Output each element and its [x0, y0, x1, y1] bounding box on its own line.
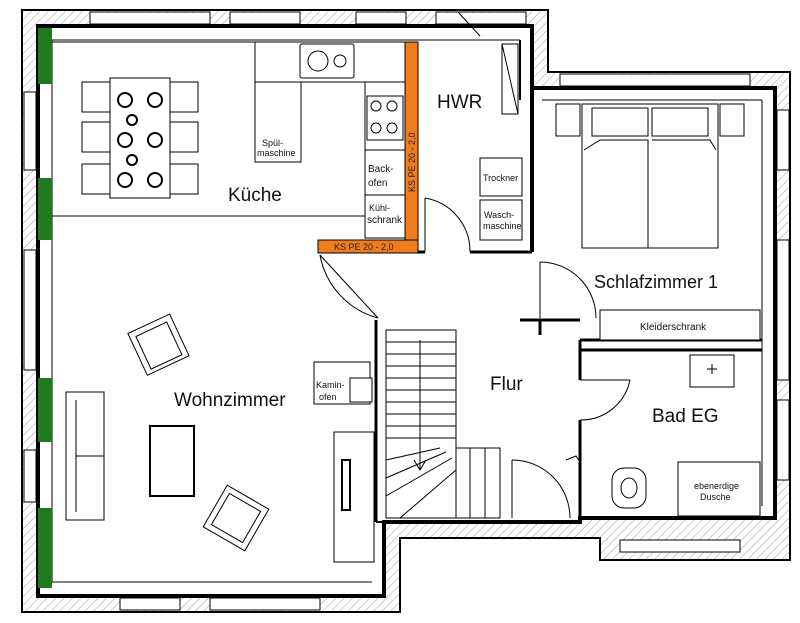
window-green-1	[38, 28, 52, 84]
label-kamin-2: ofen	[319, 392, 337, 402]
label-wasch-1: Wasch-	[484, 210, 514, 220]
label-beam-horizontal: KS PE 20 - 2,0	[334, 242, 394, 252]
window-green-4	[38, 508, 52, 588]
living-furniture	[65, 313, 375, 563]
interior-walls	[317, 40, 762, 523]
beam-horizontal	[317, 239, 419, 254]
wardrobe	[599, 309, 761, 341]
coffee-table	[149, 425, 195, 497]
window-markers	[38, 28, 52, 588]
label-spuel-2: maschine	[257, 148, 296, 158]
room-label-schlafzimmer: Schlafzimmer 1	[594, 272, 718, 292]
window-openings	[23, 11, 790, 611]
label-spuel-1: Spül-	[262, 138, 283, 148]
label-dusche-2: Dusche	[700, 492, 731, 502]
window-green-2	[38, 178, 52, 240]
label-dusche-1: ebenerdige	[694, 481, 739, 491]
label-back-2: ofen	[368, 178, 387, 189]
staircase	[385, 329, 501, 519]
label-back-1: Back-	[368, 164, 394, 175]
tv-board	[333, 431, 375, 563]
label-kleiderschrank: Kleiderschrank	[640, 322, 707, 333]
room-label-bad: Bad EG	[652, 406, 719, 427]
kitchen-counter	[254, 41, 406, 239]
room-label-kueche: Küche	[228, 185, 282, 206]
label-wasch-2: maschine	[483, 221, 522, 231]
hwr-appliances	[479, 43, 523, 241]
room-label-wohnzimmer: Wohnzimmer	[174, 390, 286, 411]
label-kuehl-1: Kühl-	[369, 203, 390, 213]
label-trockner: Trockner	[483, 173, 518, 183]
doors	[319, 11, 631, 519]
label-kamin-1: Kamin-	[316, 380, 345, 390]
room-label-flur: Flur	[490, 374, 523, 395]
label-beam-vertical: KS PE 20 - 2,0	[407, 132, 417, 192]
bathroom-fixtures	[565, 354, 761, 517]
dining-table	[52, 77, 365, 217]
room-label-hwr: HWR	[437, 92, 482, 113]
bed	[555, 103, 745, 249]
window-green-3	[38, 378, 52, 442]
label-kuehl-2: schrank	[367, 215, 403, 226]
